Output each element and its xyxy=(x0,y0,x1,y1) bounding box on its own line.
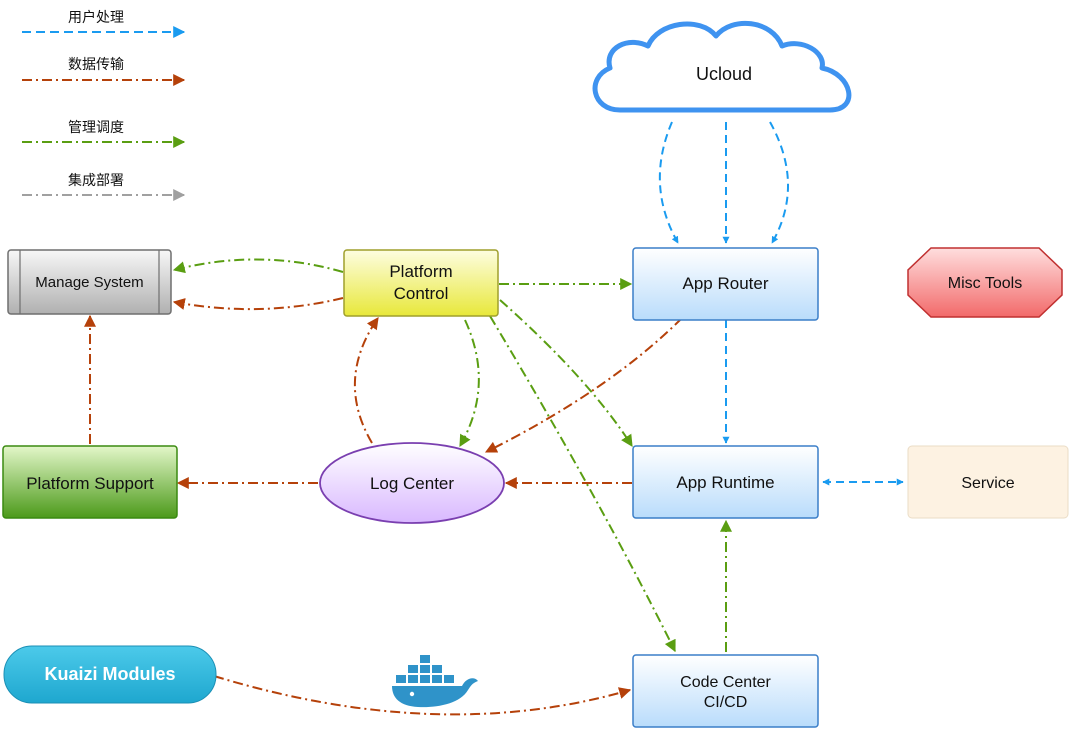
node-shape xyxy=(632,247,819,321)
edge-logcenter-control xyxy=(354,317,379,444)
legend-label: 管理调度 xyxy=(68,120,124,136)
edge-control-manage-data xyxy=(172,297,344,311)
node-label: Misc Tools xyxy=(948,275,1022,292)
node-platform-control[interactable]: Platform Control xyxy=(343,249,499,317)
node-label: Kuaizi Modules xyxy=(44,664,175,684)
docker-whale-icon xyxy=(392,655,478,708)
node-label-line1: Platform xyxy=(389,262,452,281)
node-shape xyxy=(2,445,178,519)
node-app-router[interactable]: App Router xyxy=(632,247,819,321)
node-label: Manage System xyxy=(35,274,143,291)
cloud-shape xyxy=(592,20,852,113)
node-shape xyxy=(343,249,499,317)
legend-label: 数据传输 xyxy=(68,57,124,73)
node-code-center[interactable]: Code Center CI/CD xyxy=(632,654,819,728)
node-shape xyxy=(3,645,217,704)
node-label: App Router xyxy=(683,274,769,293)
node-label: Platform Support xyxy=(26,474,154,493)
edge-control-runtime xyxy=(499,299,633,448)
legend-item-deploy: 集成部署 xyxy=(22,172,186,201)
node-shape xyxy=(907,247,1063,318)
node-ucloud[interactable]: Ucloud xyxy=(592,20,852,113)
legend-item-manage: 管理调度 xyxy=(22,120,186,148)
node-shape xyxy=(907,445,1069,519)
node-misc-tools[interactable]: Misc Tools xyxy=(907,247,1063,318)
legend-label: 集成部署 xyxy=(68,172,124,189)
legend-item-data: 数据传输 xyxy=(22,57,186,86)
node-shape xyxy=(632,445,819,519)
edge-router-logcenter xyxy=(484,317,683,453)
legend: 用户处理 数据传输 管理调度 集成部署 xyxy=(22,9,186,201)
node-label: App Runtime xyxy=(676,473,774,492)
edge-kuaizi-codecenter xyxy=(213,675,632,716)
node-app-runtime[interactable]: App Runtime xyxy=(632,445,819,519)
node-label: Service xyxy=(961,475,1014,492)
node-label: Ucloud xyxy=(696,64,752,84)
node-manage-system[interactable]: Manage System xyxy=(7,249,172,315)
node-label-line1: Code Center xyxy=(680,674,771,691)
node-log-center[interactable]: Log Center xyxy=(319,442,505,524)
node-shape xyxy=(632,654,819,728)
edge-ucloud-router-left xyxy=(658,121,679,244)
node-shape xyxy=(7,249,172,315)
edge-control-logcenter xyxy=(459,319,480,448)
edges xyxy=(84,121,904,716)
node-kuaizi-modules[interactable]: Kuaizi Modules xyxy=(3,645,217,704)
node-label-line2: Control xyxy=(394,284,449,303)
edge-control-codecenter xyxy=(489,315,676,653)
node-platform-support[interactable]: Platform Support xyxy=(2,445,178,519)
legend-label: 用户处理 xyxy=(68,9,124,26)
node-label-line2: CI/CD xyxy=(704,694,748,711)
legend-item-user: 用户处理 xyxy=(22,9,186,38)
node-label: Log Center xyxy=(370,474,454,493)
node-service[interactable]: Service xyxy=(907,445,1069,519)
node-shape xyxy=(319,442,505,524)
edge-ucloud-router-right xyxy=(769,121,789,244)
edge-control-manage-mgmt xyxy=(172,258,344,274)
